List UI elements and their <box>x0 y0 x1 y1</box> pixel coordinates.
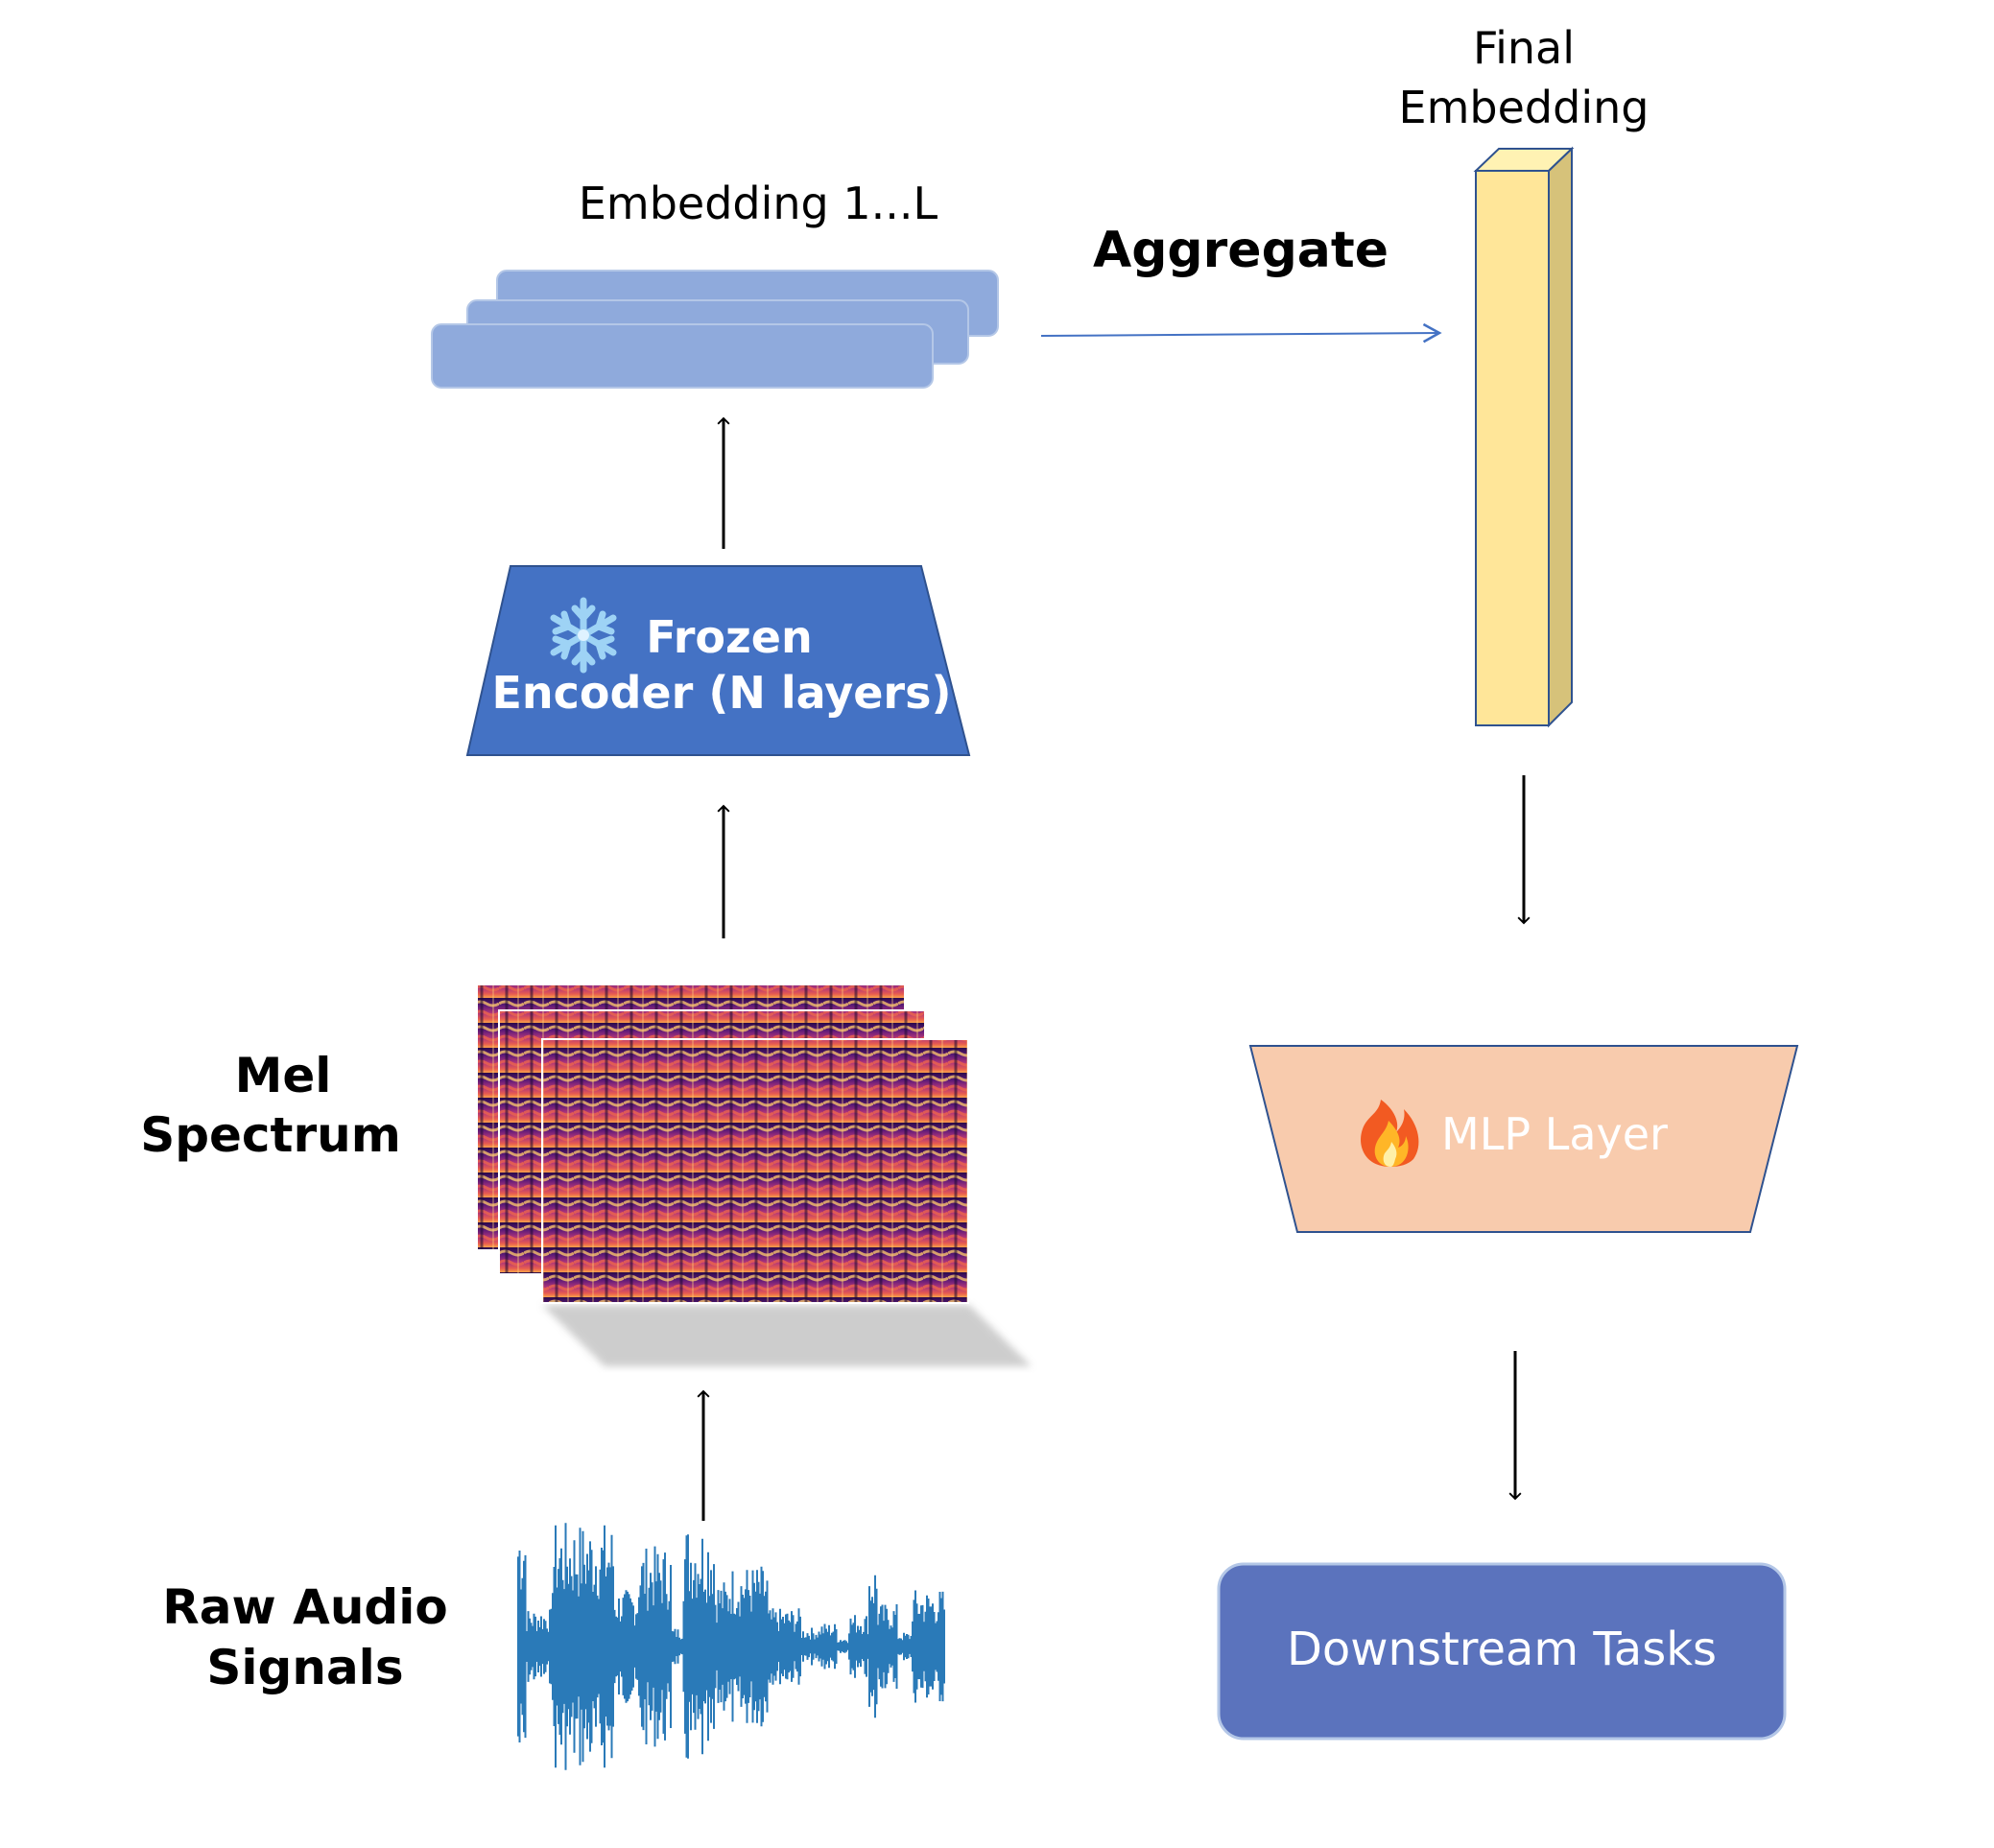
downstream-label: Downstream Tasks <box>1287 1623 1717 1676</box>
encoder-label-line1: Frozen <box>646 611 813 663</box>
spectrogram-shadow <box>542 1305 1032 1366</box>
frozen-encoder: Frozen Encoder (N layers) <box>465 565 971 756</box>
encoder-label-line2: Encoder (N layers) <box>491 667 951 719</box>
embeddings-title: Embedding 1...L <box>579 178 938 229</box>
final-embedding-side <box>1548 146 1573 728</box>
mlp-shape <box>1248 1045 1799 1233</box>
mlp-layer: MLP Layer <box>1248 1045 1799 1233</box>
spectrogram-front <box>541 1038 969 1304</box>
encoder-shape <box>465 565 971 756</box>
embedding-stack <box>431 270 999 389</box>
embedding-layer-front <box>431 323 934 389</box>
fire-icon <box>1361 1100 1419 1167</box>
downstream-tasks: Downstream Tasks <box>1217 1562 1787 1741</box>
snowflake-icon <box>550 597 617 674</box>
final-embedding-title-line1: Final <box>1473 22 1575 74</box>
final-embedding-bar <box>1473 146 1575 728</box>
aggregate-label: Aggregate <box>1093 222 1389 279</box>
mel-label-line2: Spectrum <box>140 1107 401 1163</box>
final-embedding-front <box>1475 170 1550 726</box>
raw-audio-label-line2: Signals <box>206 1640 403 1695</box>
aggregate-arrow <box>1040 322 1442 344</box>
downstream-box <box>1217 1562 1787 1741</box>
final-embedding-title-line2: Embedding <box>1399 82 1650 133</box>
mel-spectrogram-stack <box>478 985 1032 1366</box>
raw-audio-label-line1: Raw Audio <box>162 1579 447 1635</box>
mlp-label: MLP Layer <box>1441 1108 1668 1160</box>
mel-label-line1: Mel <box>235 1048 332 1103</box>
waveform <box>517 1523 945 1770</box>
